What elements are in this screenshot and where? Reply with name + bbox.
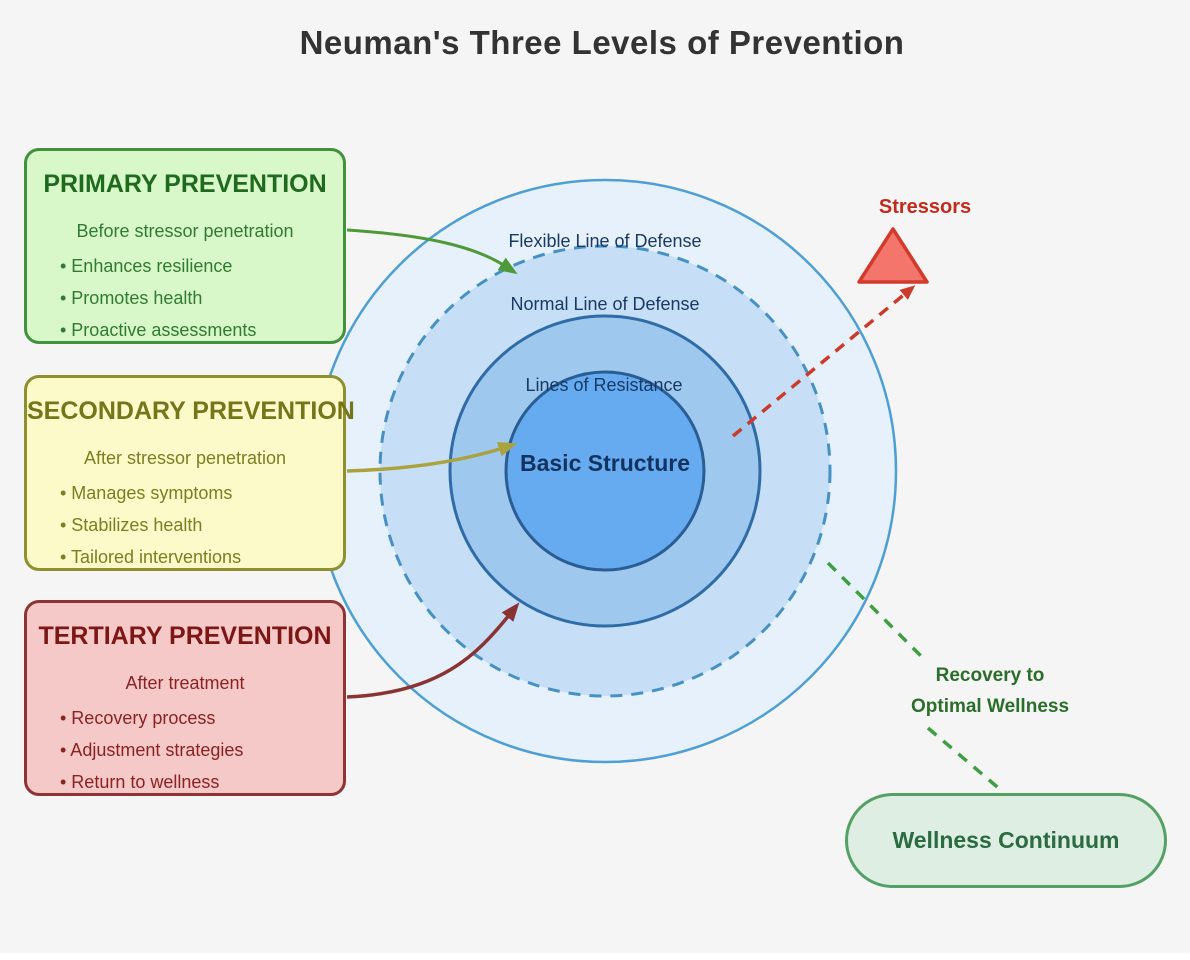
primary-prevention-lead: Before stressor penetration — [76, 221, 294, 241]
tertiary-prevention-list: • Recovery process • Adjustment strategi… — [27, 702, 343, 798]
primary-prevention-box: PRIMARY PREVENTION Before stressor penet… — [24, 148, 346, 344]
list-item: • Proactive assessments — [60, 320, 257, 340]
basic-structure-label: Basic Structure — [519, 450, 691, 476]
recovery-edge-label: Recovery to Optimal Wellness — [878, 660, 1102, 722]
list-item: • Return to wellness — [60, 772, 220, 792]
list-item: • Tailored interventions — [60, 547, 242, 567]
secondary-prevention-list: • Manages symptoms • Stabilizes health •… — [27, 477, 343, 573]
stressors-label: Stressors — [878, 196, 972, 218]
flexible-line-of-defense-label: Flexible Line of Defense — [508, 231, 702, 251]
recovery-dashed-line-upper — [826, 561, 927, 662]
tertiary-prevention-lead: After treatment — [125, 673, 245, 693]
recovery-dashed-line-lower — [926, 726, 1004, 793]
recovery-label-line2: Optimal Wellness — [910, 696, 1070, 717]
wellness-continuum-label: Wellness Continuum — [892, 827, 1120, 853]
secondary-prevention-box: SECONDARY PREVENTION After stressor pene… — [24, 375, 355, 573]
list-item: • Recovery process — [60, 708, 216, 728]
tertiary-prevention-box: TERTIARY PREVENTION After treatment • Re… — [24, 600, 346, 796]
lines-of-resistance-label: Lines of Resistance — [525, 375, 683, 395]
basic-structure-circle — [504, 370, 706, 572]
list-item: • Adjustment strategies — [60, 740, 244, 760]
primary-prevention-list: • Enhances resilience • Promotes health … — [27, 250, 343, 346]
recovery-label-line1: Recovery to — [935, 665, 1045, 686]
secondary-prevention-lead: After stressor penetration — [83, 448, 287, 468]
list-item: • Enhances resilience — [60, 256, 233, 276]
stressor-triangle-icon — [857, 227, 929, 284]
secondary-prevention-arrow — [346, 442, 518, 473]
primary-prevention-title: PRIMARY PREVENTION — [43, 170, 327, 198]
primary-prevention-arrow — [346, 228, 518, 275]
secondary-prevention-title: SECONDARY PREVENTION — [27, 397, 355, 425]
wellness-continuum-box: Wellness Continuum — [845, 793, 1167, 888]
tertiary-prevention-title: TERTIARY PREVENTION — [38, 622, 332, 650]
tertiary-prevention-arrow — [346, 602, 520, 699]
page-title: Neuman's Three Levels of Prevention — [299, 24, 905, 61]
list-item: • Manages symptoms — [60, 483, 233, 503]
list-item: • Promotes health — [60, 288, 203, 308]
list-item: • Stabilizes health — [60, 515, 203, 535]
normal-line-of-defense-label: Normal Line of Defense — [510, 294, 700, 314]
